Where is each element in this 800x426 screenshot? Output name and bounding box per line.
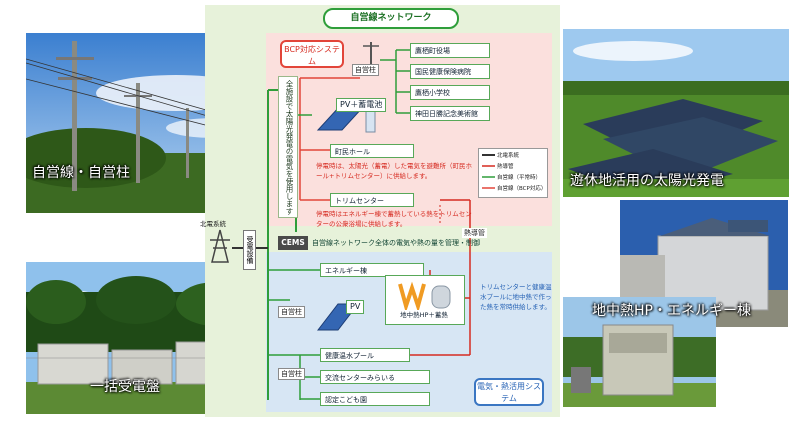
cems-label: CEMS — [278, 236, 308, 250]
all-facilities-vertical-label: 全施設で太陽光発電の電気を使用します — [278, 76, 298, 218]
heat-pipe-label: 熱導管 — [462, 228, 487, 238]
legend-item-bcp-line: 自営線（BCP対応） — [497, 186, 547, 192]
facility-town-office: 鷹栖町役場 — [410, 43, 490, 58]
facility-elementary-school: 鷹栖小学校 — [410, 85, 490, 100]
network-title: 自営線ネットワーク — [323, 8, 459, 29]
pv-label: PV — [346, 300, 365, 314]
facility-art-museum: 神田日勝記念美術館 — [410, 106, 490, 121]
energy-building-box: エネルギー棟 — [320, 263, 424, 277]
self-pole-label-mid: 自営柱 — [278, 306, 305, 318]
geothermal-hp-illustration — [563, 297, 716, 407]
legend-item-normal-line: 自営線（平常時） — [497, 175, 542, 181]
photo-solar-farm — [563, 29, 789, 197]
town-hall-note: 停電時は、太陽光（蓄電）した電気を避難所（町民ホール+トリムセンター）に供給しま… — [316, 162, 472, 180]
geothermal-hp-note: トリムセンターと健康温水プールに地中熱で作った熱を常時供給します。 — [480, 283, 552, 311]
geothermal-hp-label: 地中熱HP＋蓄熱 — [400, 311, 448, 319]
pool-box: 健康温水プール — [320, 348, 410, 362]
self-pole-label-top: 自営柱 — [352, 64, 379, 76]
caption-solar-farm: 遊休地活用の太陽光発電 — [570, 173, 724, 189]
trim-center-box: トリムセンター — [330, 193, 414, 207]
caption-receiving-panel: 一括受電盤 — [90, 379, 160, 395]
facility-hospital: 国民健康保険病院 — [410, 64, 490, 79]
receiving-equipment-label: 受電設備 — [243, 230, 256, 270]
self-pole-label-bottom: 自営柱 — [278, 368, 305, 380]
caption-power-lines: 自営線・自営柱 — [32, 165, 130, 181]
trim-center-note: 停電時はエネルギー棟で蓄熱している熱をトリムセンターの公衆浴場に供給します。 — [316, 210, 472, 228]
town-hall-box: 町民ホール — [330, 144, 414, 158]
photo-geothermal-hp — [563, 297, 716, 407]
pv-battery-label: PV＋蓄電池 — [336, 98, 387, 112]
cems-description: 自営線ネットワーク全体の電気や熱の量を管理・制御 — [312, 239, 480, 247]
kids-center-box: 認定こども園 — [320, 392, 430, 406]
transmission-tower-icon — [210, 229, 230, 263]
legend: 北電系統 熱導管 自営線（平常時） 自営線（BCP対応） — [478, 148, 548, 198]
solar-farm-illustration — [563, 29, 789, 197]
utility-pole-icon — [363, 42, 379, 64]
grid-label: 北電系統 — [200, 220, 226, 228]
legend-swatches — [482, 154, 495, 189]
legend-item-heat-pipe: 熱導管 — [497, 164, 514, 170]
energy-system-label: 電気・熱活用システム — [474, 378, 544, 406]
exchange-center-box: 交流センターみらいる — [320, 370, 430, 384]
caption-energy-building: 地中熱HP・エネルギー棟 — [592, 303, 751, 319]
legend-item-grid: 北電系統 — [497, 153, 520, 159]
bcp-system-label: BCP対応システム — [280, 40, 344, 68]
geothermal-hp-box — [385, 275, 465, 325]
geothermal-hp-icon — [398, 281, 451, 310]
